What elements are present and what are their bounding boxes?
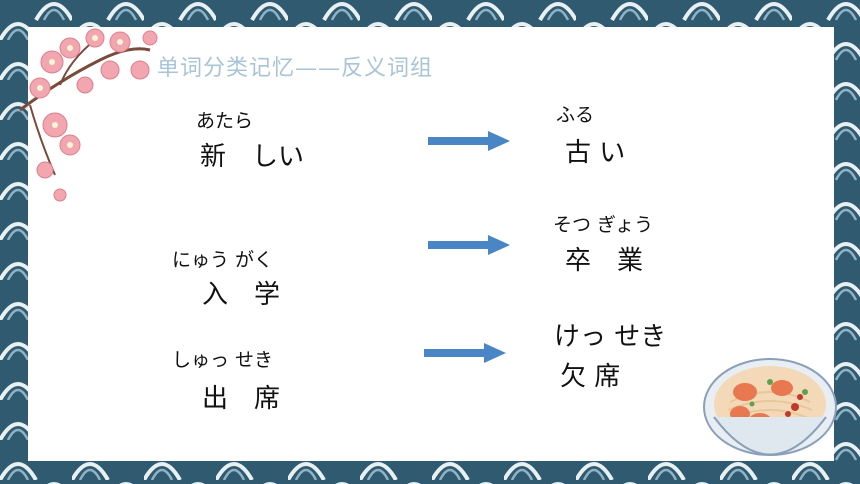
reading-atara: あたら: [196, 110, 254, 132]
word-sotsugyou: 卒 業: [565, 246, 644, 276]
reading-sotsugyou: そつ ぎょう: [553, 214, 654, 236]
word-shusseki: 出 席: [202, 384, 281, 414]
right-arrow-icon: [428, 131, 510, 151]
ramen-bowl-icon: [703, 358, 837, 456]
reading-kesseki: けっ せき: [554, 322, 667, 352]
word-nyuugaku: 入 学: [202, 280, 281, 310]
cherry-blossom-icon: [19, 28, 158, 202]
right-arrow-icon: [424, 343, 506, 363]
word-kesseki: 欠 席: [560, 362, 621, 392]
slide-title: 单词分类记忆——反义词组: [157, 56, 434, 81]
reading-furu: ふる: [556, 104, 595, 126]
word-atarashii: 新 しい: [200, 142, 305, 172]
reading-shusseki: しゅっ せき: [172, 349, 274, 371]
word-furui: 古 い: [565, 138, 626, 168]
right-arrow-icon: [428, 235, 510, 255]
reading-nyuugaku: にゅう がく: [172, 249, 274, 271]
